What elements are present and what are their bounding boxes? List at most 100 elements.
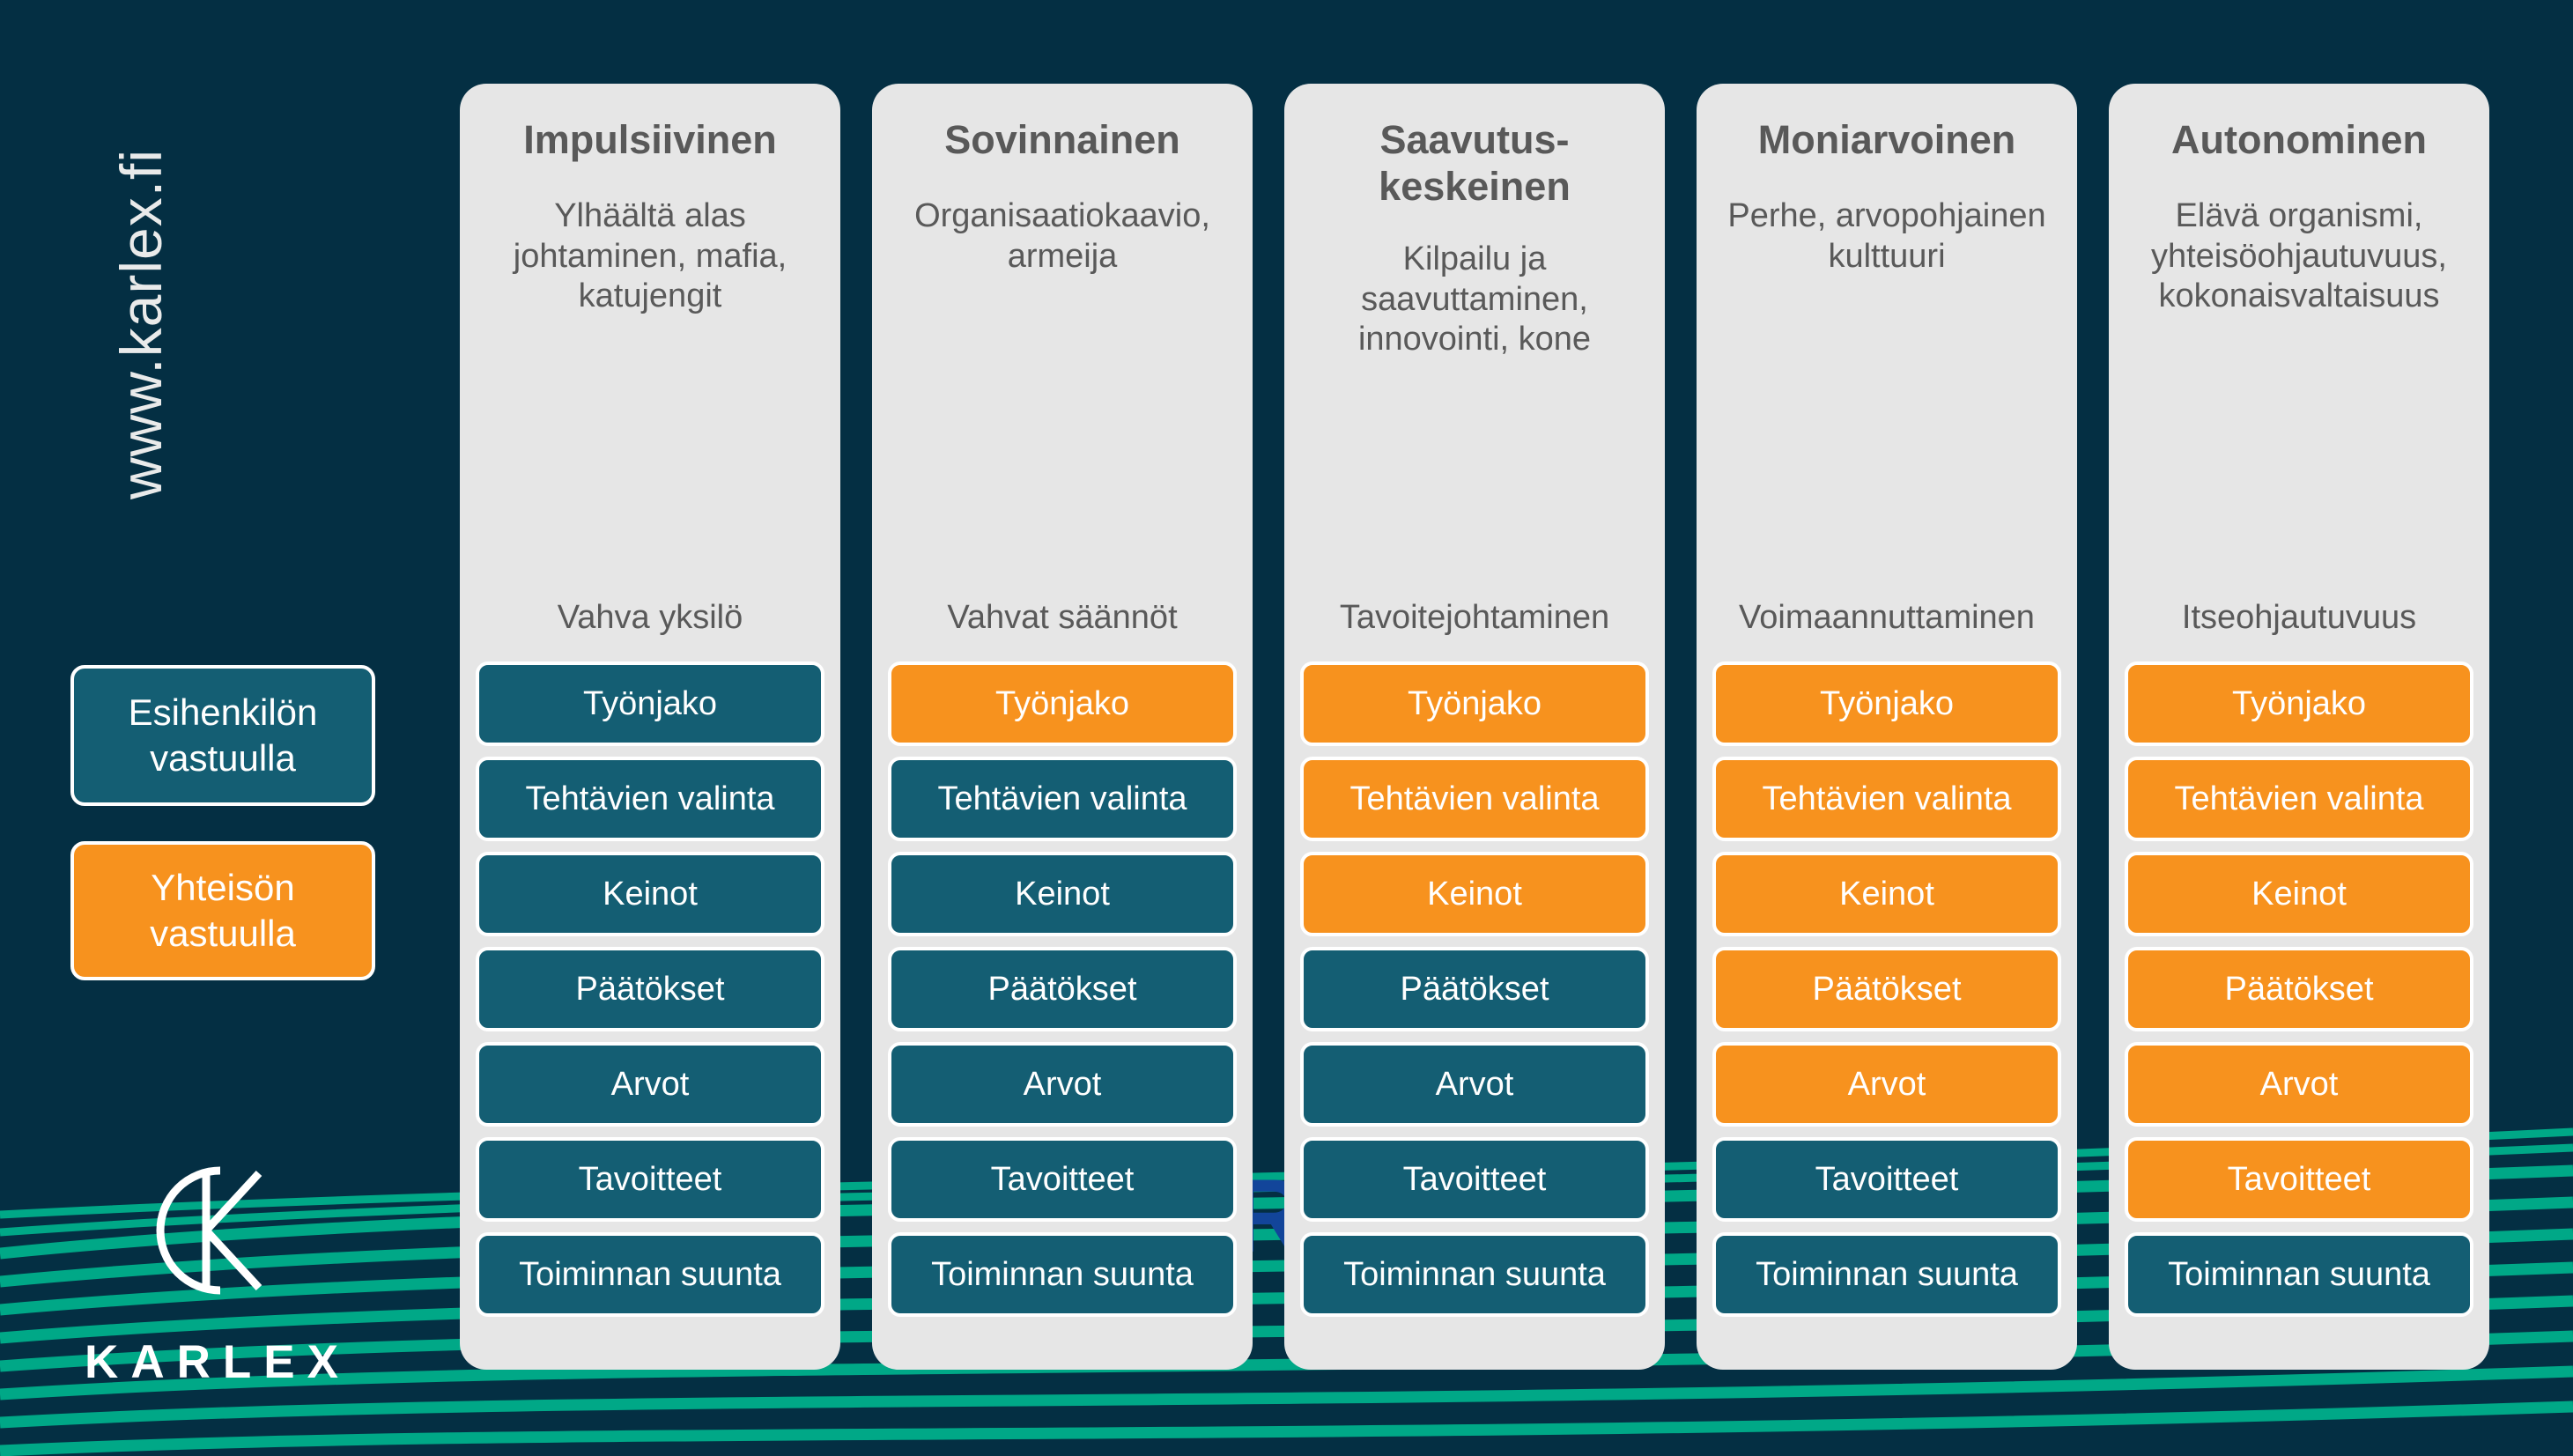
stage-row-cell[interactable]: Toiminnan suunta	[1300, 1232, 1649, 1317]
stage-row-cell[interactable]: Päätökset	[1300, 947, 1649, 1031]
stage-row-label: Keinot	[1015, 875, 1110, 913]
stage-description: Ylhäältä alas johtaminen, mafia, katujen…	[513, 197, 787, 315]
stage-row-label: Keinot	[1839, 875, 1934, 913]
stage-row-label: Päätökset	[575, 970, 725, 1008]
stage-title: Autonominen	[2171, 117, 2427, 162]
stage-row-cell[interactable]: Keinot	[476, 852, 824, 936]
stage-row-label: Tehtävien valinta	[525, 780, 775, 817]
stage-subtitle: Voimaannuttaminen	[1739, 599, 2035, 637]
legend-item-leader-responsibility: Esihenkilön vastuulla	[70, 665, 375, 806]
stage-row-cell[interactable]: Toiminnan suunta	[1712, 1232, 2061, 1317]
karlex-wordmark: KARLEX	[85, 1336, 351, 1388]
stage-row-label: Tavoitteet	[2227, 1160, 2371, 1198]
stage-row-cell[interactable]: Tavoitteet	[1300, 1137, 1649, 1222]
stage-row-label: Toiminnan suunta	[2168, 1255, 2430, 1293]
stage-row-label: Tavoitteet	[578, 1160, 722, 1198]
stage-row-cell[interactable]: Arvot	[1712, 1042, 2061, 1127]
stage-row-cell[interactable]: Toiminnan suunta	[888, 1232, 1237, 1317]
stage-row-cell[interactable]: Tehtävien valinta	[1300, 757, 1649, 841]
stage-row-cell[interactable]: Keinot	[888, 852, 1237, 936]
stage-description: Organisaatiokaavio, armeija	[914, 197, 1210, 275]
legend-community-label: Yhteisön vastuulla	[150, 866, 296, 954]
stage-row-label: Toiminnan suunta	[931, 1255, 1194, 1293]
stage-row-label: Päätökset	[1812, 970, 1962, 1008]
stage-row-cell[interactable]: Työnjako	[888, 661, 1237, 746]
stage-row-cell[interactable]: Arvot	[2125, 1042, 2473, 1127]
stage-row-cell[interactable]: Keinot	[1300, 852, 1649, 936]
stage-row-cell[interactable]: Tehtävien valinta	[1712, 757, 2061, 841]
stage-subtitle: Itseohjautuvuus	[2181, 599, 2417, 637]
legend-item-community-responsibility: Yhteisön vastuulla	[70, 841, 375, 980]
stage-row-cell[interactable]: Työnjako	[1712, 661, 2061, 746]
stage-row-cell[interactable]: Tavoitteet	[2125, 1137, 2473, 1222]
stage-title: Saavutus-keskeinen	[1379, 117, 1571, 209]
stage-row-label: Tavoitteet	[1815, 1160, 1959, 1198]
stage-title: Moniarvoinen	[1757, 117, 2016, 162]
stage-title: Impulsiivinen	[523, 117, 777, 162]
stage-row-cell[interactable]: Tehtävien valinta	[2125, 757, 2473, 841]
stage-row-label: Työnjako	[1407, 684, 1542, 722]
stage-row-cell[interactable]: Keinot	[2125, 852, 2473, 936]
stage-row-cell[interactable]: Tehtävien valinta	[888, 757, 1237, 841]
stage-row-cell[interactable]: Työnjako	[2125, 661, 2473, 746]
karlex-logo-icon	[156, 1166, 262, 1295]
stage-row-label: Arvot	[1847, 1065, 1926, 1103]
stage-subtitle: Tavoitejohtaminen	[1339, 599, 1610, 637]
stage-row-label: Työnjako	[994, 684, 1130, 722]
stage-row-label: Tavoitteet	[990, 1160, 1135, 1198]
stage-row-cell[interactable]: Päätökset	[476, 947, 824, 1031]
stage-row-label: Työnjako	[2231, 684, 2367, 722]
stage-row-cell[interactable]: Tavoitteet	[476, 1137, 824, 1222]
stage-row-label: Arvot	[2259, 1065, 2339, 1103]
stage-subtitle: Vahva yksilö	[557, 599, 743, 637]
stage-row-cell[interactable]: Tehtävien valinta	[476, 757, 824, 841]
stage-row-cell[interactable]: Arvot	[476, 1042, 824, 1127]
stage-row-label: Keinot	[2251, 875, 2347, 913]
stage-row-label: Keinot	[603, 875, 698, 913]
stage-row-cell[interactable]: Arvot	[888, 1042, 1237, 1127]
stage-row-label: Keinot	[1427, 875, 1522, 913]
stage-row-label: Työnjako	[1819, 684, 1955, 722]
stage-row-label: Tehtävien valinta	[1349, 780, 1600, 817]
stage-row-label: Arvot	[610, 1065, 690, 1103]
stage-row-cell[interactable]: Päätökset	[2125, 947, 2473, 1031]
stage-row-cell[interactable]: Keinot	[1712, 852, 2061, 936]
stage-description: Elävä organismi, yhteisöohjautuvuus, kok…	[2151, 197, 2447, 315]
stage-row-cell[interactable]: Työnjako	[476, 661, 824, 746]
stage-row-cell[interactable]: Toiminnan suunta	[2125, 1232, 2473, 1317]
stage-row-label: Päätökset	[1400, 970, 1549, 1008]
stage-title: Sovinnainen	[944, 117, 1180, 162]
stage-row-label: Toiminnan suunta	[1756, 1255, 2018, 1293]
stage-row-cell[interactable]: Toiminnan suunta	[476, 1232, 824, 1317]
stage-row-label: Päätökset	[987, 970, 1137, 1008]
stage-row-cell[interactable]: Päätökset	[1712, 947, 2061, 1031]
stage-row-cell[interactable]: Työnjako	[1300, 661, 1649, 746]
stage-row-label: Tehtävien valinta	[937, 780, 1187, 817]
stage-row-label: Päätökset	[2224, 970, 2374, 1008]
stage-subtitle: Vahvat säännöt	[947, 599, 1178, 637]
stage-description: Kilpailu ja saavuttaminen, innovointi, k…	[1357, 240, 1592, 358]
stage-row-label: Tavoitteet	[1402, 1160, 1547, 1198]
stage-row-label: Toiminnan suunta	[519, 1255, 781, 1293]
stage-row-label: Arvot	[1435, 1065, 1514, 1103]
stage-description: Perhe, arvopohjainen kulttuuri	[1727, 197, 2046, 275]
site-url-label: www.karlex.fi	[108, 148, 174, 500]
stage-row-cell[interactable]: Arvot	[1300, 1042, 1649, 1127]
stage-row-cell[interactable]: Tavoitteet	[888, 1137, 1237, 1222]
stage-row-label: Tehtävien valinta	[1762, 780, 2012, 817]
stage-row-cell[interactable]: Tavoitteet	[1712, 1137, 2061, 1222]
stage-row-label: Työnjako	[582, 684, 718, 722]
stage-row-label: Tehtävien valinta	[2174, 780, 2424, 817]
stage-row-cell[interactable]: Päätökset	[888, 947, 1237, 1031]
legend-leader-label: Esihenkilön vastuulla	[128, 691, 318, 779]
